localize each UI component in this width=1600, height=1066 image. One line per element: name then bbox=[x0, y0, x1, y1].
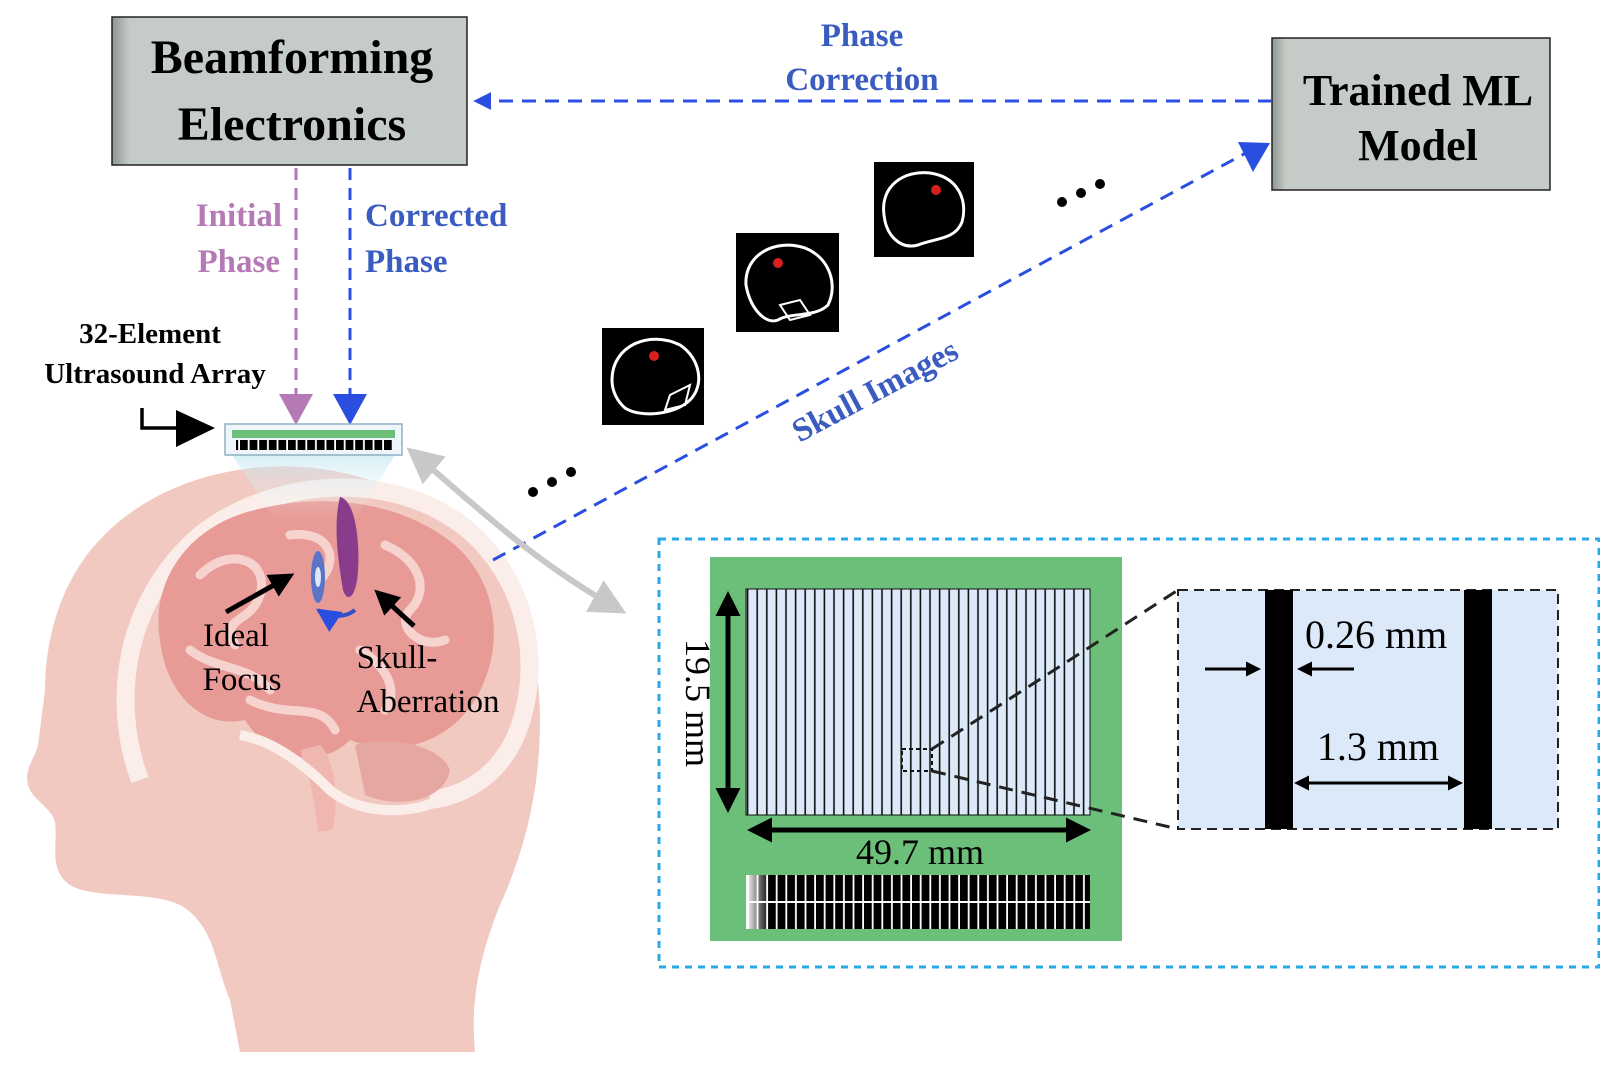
height-dimension-label: 19.5 mm bbox=[678, 639, 718, 767]
ideal-focus-label-line2: Focus bbox=[203, 662, 282, 698]
ml-model-title-line2: Model bbox=[1358, 121, 1478, 170]
inset-frame bbox=[657, 537, 1600, 969]
phase-correction-label-line2: Correction bbox=[785, 62, 938, 98]
ml-model-title-line1: Trained ML bbox=[1303, 66, 1533, 115]
height-dimension: 19.5 mm bbox=[678, 591, 741, 813]
ultrasound-array: 32-Element Ultrasound Array bbox=[44, 318, 403, 456]
initial-phase-label-line1: Initial bbox=[196, 198, 282, 234]
pitch-label: 1.3 mm bbox=[1317, 724, 1439, 769]
initial-phase-label-line2: Phase bbox=[198, 244, 281, 280]
phase-correction-label-line1: Phase bbox=[821, 18, 904, 54]
beamforming-title-line1: Beamforming bbox=[151, 31, 434, 84]
skull-image-3 bbox=[874, 162, 974, 257]
skull-aberration-annotation: Skull- Aberration bbox=[357, 589, 500, 720]
beamforming-box: Beamforming Electronics bbox=[111, 16, 468, 166]
element-detail: 0.26 mm 1.3 mm bbox=[1177, 589, 1559, 830]
zoom-curved-arrow bbox=[406, 447, 627, 614]
ideal-focus-annotation: Ideal Focus bbox=[203, 573, 295, 698]
phase-correction-arrow: Phase Correction bbox=[473, 18, 1272, 110]
corrected-phase-label-line2: Phase bbox=[365, 244, 448, 280]
initial-phase-arrow: Initial Phase bbox=[196, 168, 313, 425]
ideal-focus-label-line1: Ideal bbox=[203, 618, 269, 654]
width-dimension-label: 49.7 mm bbox=[856, 832, 984, 872]
zoom-line-top bbox=[931, 588, 1179, 751]
beam-fan bbox=[232, 455, 395, 520]
array-schematic bbox=[710, 557, 1122, 941]
ml-model-box: Trained ML Model bbox=[1271, 37, 1551, 191]
cerebellum bbox=[355, 741, 450, 802]
corrected-phase-arrow: Corrected Phase bbox=[333, 168, 507, 425]
beamforming-title-line2: Electronics bbox=[178, 98, 406, 151]
array-label-line2: Ultrasound Array bbox=[44, 358, 266, 390]
skull-image-2 bbox=[736, 233, 839, 332]
ellipsis-left bbox=[528, 467, 576, 497]
skull-aberration-label-line1: Skull- bbox=[357, 640, 438, 676]
corrected-phase-label-line1: Corrected bbox=[365, 198, 507, 234]
correction-curve-arrow bbox=[316, 608, 357, 632]
skull-base-bone bbox=[239, 730, 443, 816]
head-illustration bbox=[27, 455, 541, 1053]
zoom-line-bottom bbox=[931, 769, 1179, 831]
skull-aberration-label-line2: Aberration bbox=[357, 684, 500, 720]
width-dimension: 49.7 mm bbox=[747, 817, 1091, 872]
ellipsis-right bbox=[1057, 179, 1105, 207]
aberrated-focus bbox=[336, 497, 359, 598]
element-width-label: 0.26 mm bbox=[1305, 612, 1447, 657]
skull-image-1 bbox=[602, 328, 704, 425]
array-label-line1: 32-Element bbox=[79, 318, 221, 350]
skull-images-label: Skull Images bbox=[786, 332, 964, 450]
